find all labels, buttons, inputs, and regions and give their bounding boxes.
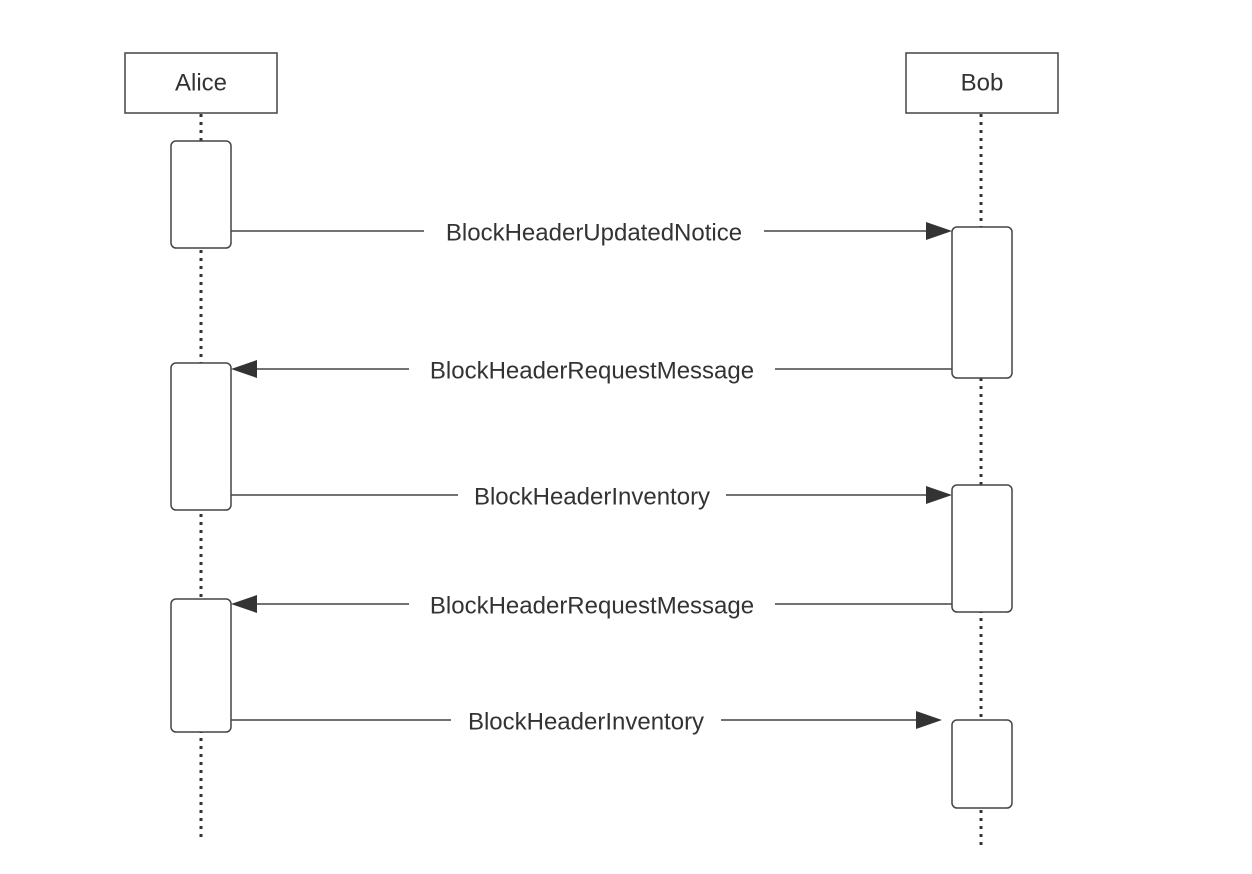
message-1-label: BlockHeaderUpdatedNotice [446,219,742,246]
activation-bob-3 [951,719,1013,809]
message-4-arrowhead [231,595,257,613]
message-2-arrowhead [231,360,257,378]
message-1-arrowhead [926,222,952,240]
message-5: BlockHeaderInventory [231,707,942,737]
message-3: BlockHeaderInventory [231,482,952,512]
participant-bob: Bob [905,52,1059,114]
message-2-label: BlockHeaderRequestMessage [430,357,754,384]
message-3-label-bg [458,482,726,512]
message-4-label: BlockHeaderRequestMessage [430,592,754,619]
activation-alice-1 [170,140,232,249]
message-1: BlockHeaderUpdatedNotice [231,218,952,248]
message-2-label-bg [409,356,775,386]
participant-label-bob: Bob [961,69,1004,96]
participant-alice: Alice [124,52,278,114]
message-2: BlockHeaderRequestMessage [231,356,952,386]
message-5-arrowhead [916,711,942,729]
participant-label-alice: Alice [175,69,227,96]
message-5-label-bg [451,707,721,737]
message-3-label: BlockHeaderInventory [474,483,710,510]
participant-box-alice [124,52,278,114]
activation-bob-1 [951,226,1013,379]
message-4-label-bg [409,591,775,621]
activation-alice-3 [170,598,232,733]
activation-alice-2 [170,362,232,511]
message-1-label-bg [424,218,764,248]
message-5-label: BlockHeaderInventory [468,708,704,735]
message-3-arrowhead [926,486,952,504]
activation-bob-2 [951,484,1013,613]
message-4: BlockHeaderRequestMessage [231,591,952,621]
participant-box-bob [905,52,1059,114]
